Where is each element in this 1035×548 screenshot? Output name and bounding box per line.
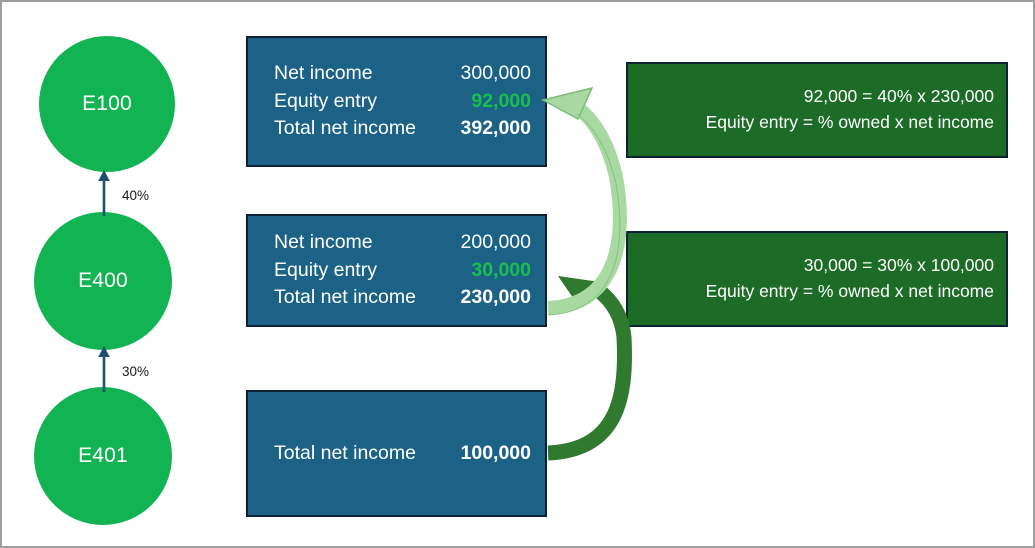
note-box-e400: 30,000 = 30% x 100,000 Equity entry = % …: [626, 231, 1008, 327]
row-label: Total net income: [274, 117, 416, 140]
row-label: Total net income: [274, 441, 416, 464]
note-rule-line: Equity entry = % owned x net income: [705, 112, 994, 132]
note-rule-line: Equity entry = % owned x net income: [705, 281, 994, 301]
row-value: 230,000: [460, 286, 532, 309]
row-label: Equity entry: [274, 89, 377, 112]
entity-circle-e401[interactable]: E401: [34, 387, 172, 525]
entity-circle-e100[interactable]: E100: [39, 36, 175, 172]
note-box-e100: 92,000 = 40% x 230,000 Equity entry = % …: [626, 62, 1008, 158]
row-value: 100,000: [460, 441, 532, 464]
row-value: 30,000: [471, 258, 531, 281]
row-label: Net income: [274, 230, 373, 253]
financial-box-e400: Net income 200,000 Equity entry 30,000 T…: [246, 214, 547, 327]
entity-label-e400: E400: [78, 269, 128, 292]
row-label: Equity entry: [274, 258, 377, 281]
row-label: Net income: [274, 61, 373, 84]
row-value: 200,000: [460, 230, 532, 253]
ownership-arrow-e401-to-e400: [98, 346, 110, 392]
row-label: Total net income: [274, 286, 416, 309]
financial-box-e100: Net income 300,000 Equity entry 92,000 T…: [246, 36, 547, 167]
entity-label-e100: E100: [82, 92, 132, 115]
flow-arrow-100000-to-30000-icon: [547, 276, 632, 461]
financial-row-total-net-income: Total net income 392,000: [248, 115, 545, 143]
financial-row-net-income: Net income 200,000: [248, 229, 545, 257]
ownership-percent-e401-e400: 30%: [122, 364, 150, 379]
financial-row-equity-entry: Equity entry 30,000: [248, 257, 545, 285]
row-value: 392,000: [460, 117, 532, 140]
financial-row-net-income: Net income 300,000: [248, 60, 545, 88]
entity-label-e401: E401: [78, 444, 128, 467]
row-value: 300,000: [460, 61, 532, 84]
financial-row-total-net-income: Total net income 100,000: [248, 440, 545, 468]
ownership-arrow-e400-to-e100: [98, 170, 110, 216]
row-value: 92,000: [471, 89, 531, 112]
ownership-percent-e400-e100: 40%: [122, 188, 150, 203]
flow-arrow-230000-to-92000-icon: [540, 86, 627, 316]
note-formula-line: 30,000 = 30% x 100,000: [803, 255, 994, 276]
entity-circle-e400[interactable]: E400: [34, 212, 172, 350]
note-formula-line: 92,000 = 40% x 230,000: [803, 86, 994, 107]
financial-row-equity-entry: Equity entry 92,000: [248, 88, 545, 116]
financial-row-total-net-income: Total net income 230,000: [248, 284, 545, 312]
financial-box-e401: Total net income 100,000: [246, 390, 547, 517]
